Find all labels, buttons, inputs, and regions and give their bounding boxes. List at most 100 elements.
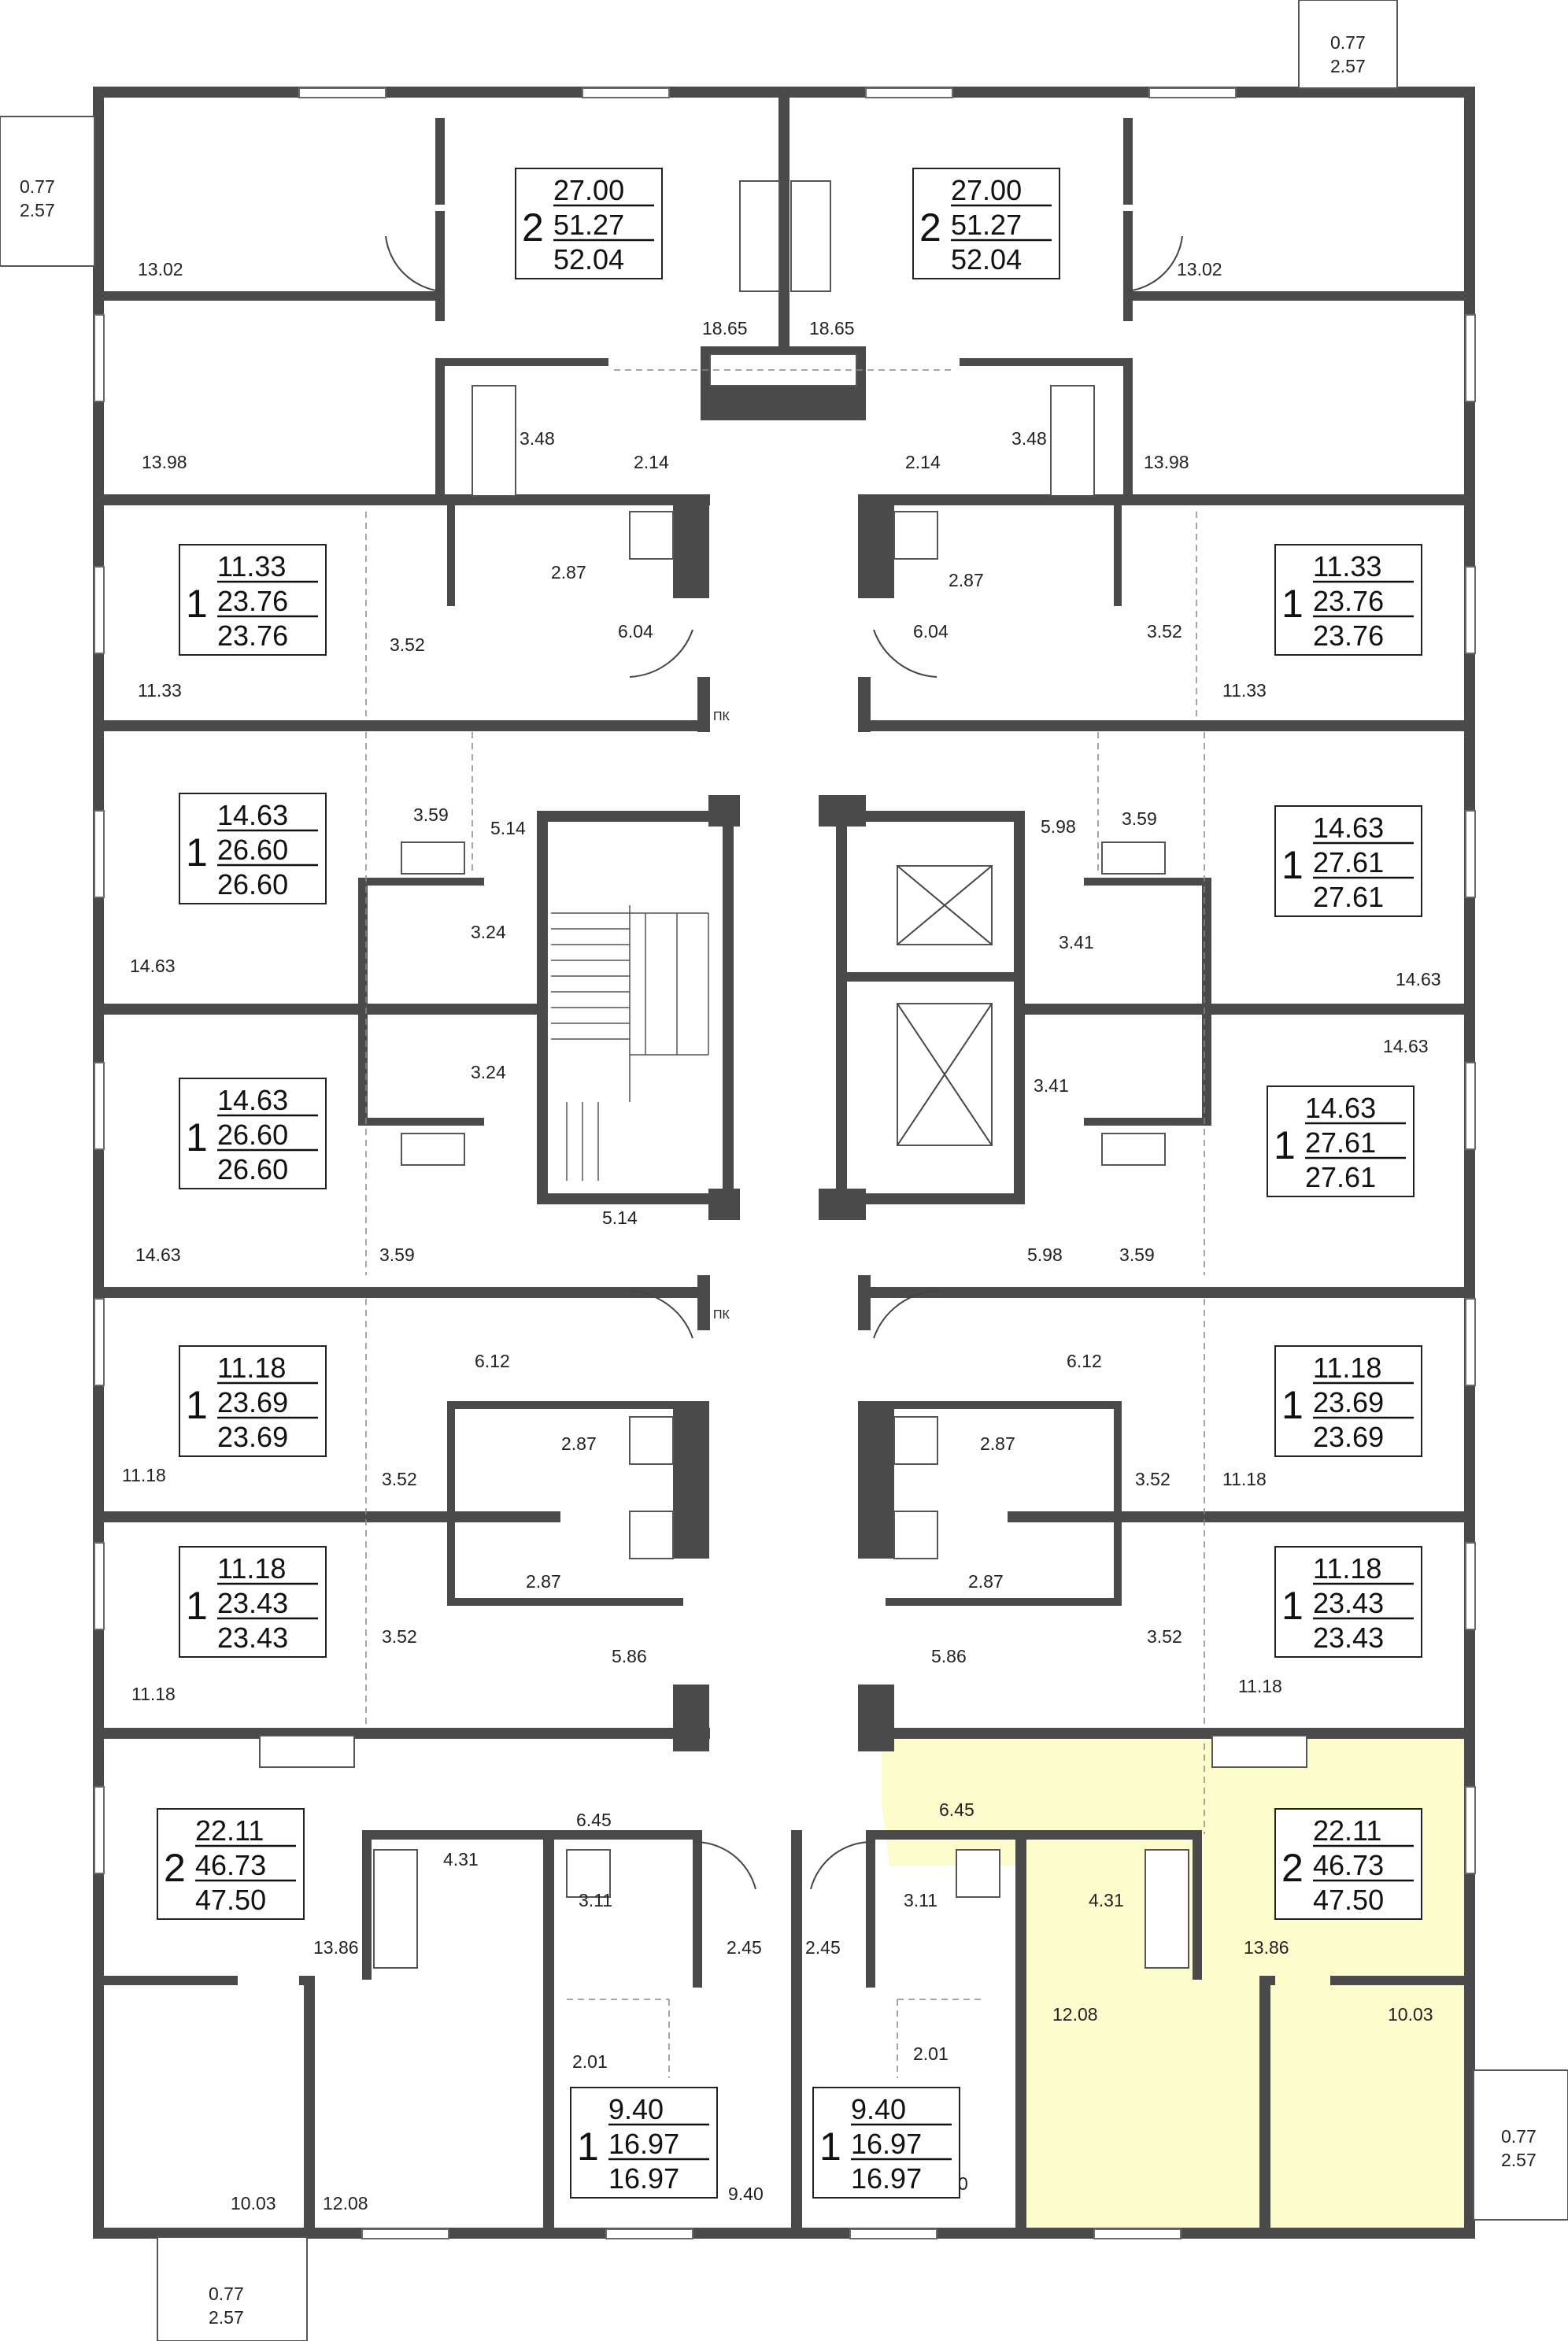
- apartment-box-frame: [1274, 544, 1422, 656]
- apartment-total-area: 23.69: [1313, 1386, 1384, 1418]
- room-label: 18.65: [702, 318, 748, 338]
- room-label: 3.59: [1119, 1244, 1155, 1265]
- room-label: 9.40: [728, 2184, 764, 2204]
- fixtures: [259, 180, 1307, 1969]
- room-label: 13.86: [1244, 1937, 1289, 1958]
- room-label: 0.77: [1501, 2126, 1537, 2147]
- room-label: 11.33: [138, 680, 182, 701]
- apartment-info-boxes: 227.0051.2752.04227.0051.2752.04111.3323…: [157, 168, 1422, 2199]
- room-label: 3.52: [1147, 1626, 1182, 1647]
- apartment-box-frame: [179, 1546, 327, 1658]
- apartment-room-count: 2: [164, 1846, 186, 1890]
- apartment-living-area: 14.63: [1313, 812, 1384, 844]
- apartment-room-count: 1: [1281, 843, 1304, 887]
- room-label: 6.12: [475, 1351, 510, 1371]
- apartment-room-count: 2: [522, 205, 544, 250]
- apartment-box-frame: [1274, 805, 1422, 917]
- apartment-total-area: 23.69: [217, 1386, 288, 1418]
- apartment-living-area: 22.11: [1313, 1814, 1381, 1847]
- apartment-room-count: 1: [186, 582, 208, 626]
- room-label: 13.86: [313, 1937, 359, 1958]
- apartment-total-area: 51.27: [553, 209, 624, 241]
- apartment-living-area: 9.40: [608, 2093, 664, 2125]
- apartment-box-frame: [157, 1808, 305, 1920]
- room-label: 3.24: [471, 922, 506, 942]
- stair-steps: [551, 905, 709, 1181]
- apartment-room-count: 1: [186, 1115, 208, 1159]
- room-label: 3.24: [471, 1062, 506, 1082]
- apartment-room-count: 1: [186, 1584, 208, 1628]
- apartment-total-area: 23.76: [1313, 585, 1384, 617]
- apartment-total-with-balcony: 23.43: [1313, 1622, 1384, 1654]
- apartment-total-with-balcony: 26.60: [217, 868, 288, 901]
- room-label: 14.63: [1383, 1036, 1429, 1056]
- room-label: 14.63: [1396, 969, 1441, 989]
- windows: [94, 87, 1476, 2239]
- apartment-room-count: 1: [186, 1383, 208, 1427]
- room-label: 6.45: [576, 1810, 612, 1830]
- room-label: 2.57: [20, 200, 55, 220]
- apartment-living-area: 14.63: [217, 1084, 288, 1116]
- apartment-box-frame: [179, 793, 327, 904]
- room-label: 10.03: [231, 2193, 276, 2213]
- room-label: 0.77: [20, 176, 55, 197]
- apartment-living-area: 27.00: [951, 174, 1022, 206]
- room-label: 2.01: [913, 2043, 949, 2064]
- room-label: 2.87: [949, 570, 984, 590]
- room-label: 3.11: [579, 1890, 612, 1910]
- apartment-room-count: 1: [1281, 1383, 1304, 1427]
- room-label: 0.77: [1330, 32, 1366, 53]
- room-label: 11.33: [1222, 680, 1267, 701]
- apartment-total-area: 46.73: [1313, 1849, 1384, 1881]
- doors: [385, 235, 1183, 1890]
- apartment-total-with-balcony: 27.61: [1313, 881, 1384, 913]
- apartment-living-area: 11.33: [217, 550, 286, 582]
- room-label: 18.65: [809, 318, 855, 338]
- room-label: 6.45: [939, 1799, 974, 1820]
- apartment-total-area: 51.27: [951, 209, 1022, 241]
- apartment-living-area: 22.11: [195, 1814, 264, 1847]
- dashed-lines: [365, 369, 1205, 2078]
- room-label: 2.57: [1330, 56, 1366, 76]
- room-label: 12.08: [1052, 2004, 1098, 2025]
- apartment-total-with-balcony: 23.76: [1313, 619, 1384, 652]
- room-label: 2.57: [209, 2307, 244, 2328]
- room-label: 3.41: [1059, 932, 1094, 952]
- apartment-total-with-balcony: 16.97: [851, 2162, 922, 2195]
- apartment-total-area: 23.43: [217, 1587, 288, 1619]
- room-label: 13.98: [142, 452, 187, 472]
- apartment-box-frame: [515, 168, 663, 279]
- room-label: 12.08: [323, 2193, 368, 2213]
- room-label: 3.59: [379, 1244, 415, 1265]
- room-label: ПК: [713, 1308, 730, 1322]
- apartment-room-count: 1: [577, 2125, 599, 2169]
- room-label: 2.01: [572, 2051, 608, 2072]
- room-label: 11.18: [1238, 1676, 1282, 1696]
- apartment-box-frame: [1274, 1808, 1422, 1920]
- apartment-total-with-balcony: 23.69: [1313, 1421, 1384, 1453]
- apartment-room-count: 1: [1281, 1584, 1304, 1628]
- room-label: 3.48: [1011, 428, 1047, 449]
- apartment-total-area: 23.76: [217, 585, 288, 617]
- apartment-living-area: 11.18: [217, 1352, 286, 1384]
- partitions: [104, 98, 1464, 2232]
- room-label: 11.18: [122, 1465, 166, 1485]
